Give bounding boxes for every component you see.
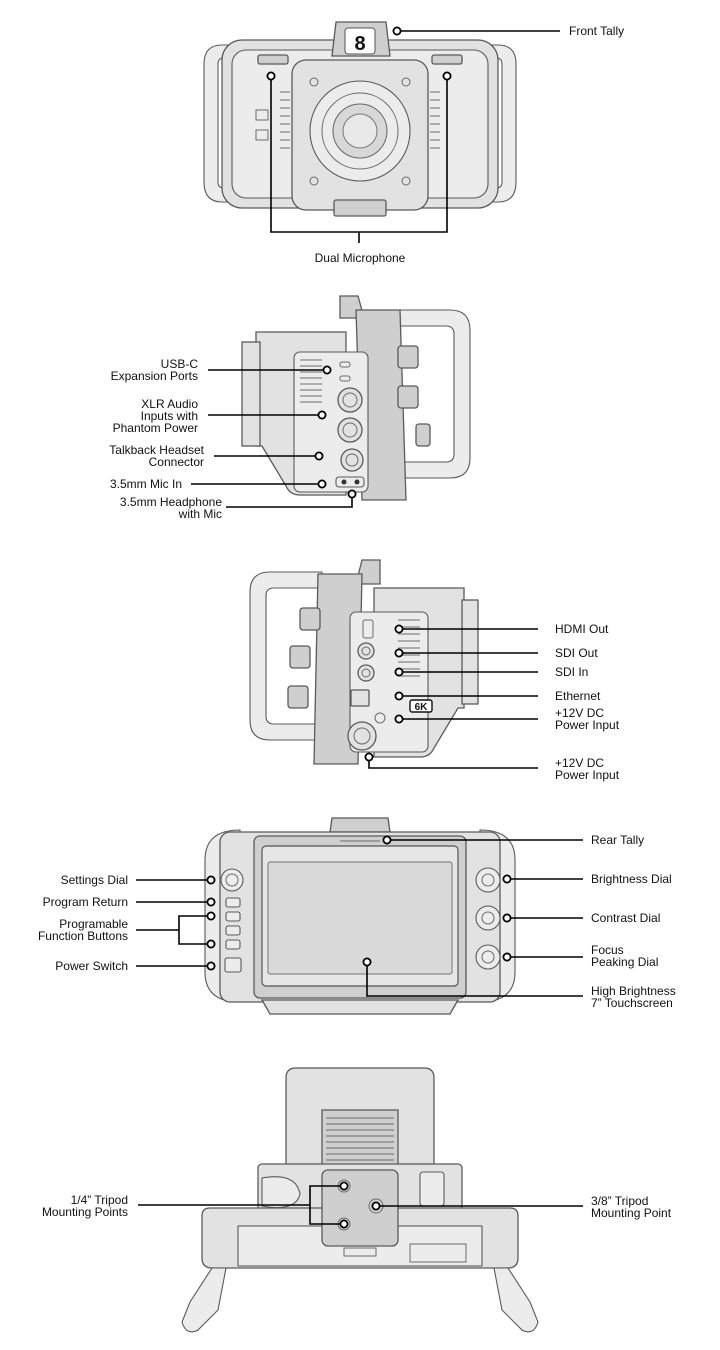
power-a-marker bbox=[394, 714, 404, 724]
rear-tally-marker bbox=[382, 835, 392, 845]
mic-in-label: 3.5mm Mic In bbox=[109, 477, 182, 491]
settings-dial-marker bbox=[206, 875, 216, 885]
touchscreen-marker bbox=[362, 957, 372, 967]
front-tally-marker bbox=[392, 26, 402, 36]
power-switch-marker bbox=[206, 961, 216, 971]
mic-in-marker bbox=[317, 479, 327, 489]
usb-c-marker bbox=[322, 365, 332, 375]
6k-badge: 6K bbox=[415, 702, 429, 713]
headphone-label: 3.5mm Headphone with Mic bbox=[119, 495, 222, 521]
three-eighth-marker bbox=[371, 1201, 381, 1211]
tally-number: 8 bbox=[354, 33, 365, 55]
fn-button-marker-top bbox=[206, 911, 216, 921]
quarter-top-marker bbox=[339, 1181, 349, 1191]
program-return-label: Program Return bbox=[42, 895, 128, 909]
touchscreen-label: High Brightness 7” Touchscreen bbox=[591, 984, 676, 1010]
function-buttons-label: Programable Function Buttons bbox=[37, 917, 128, 943]
sdi-in-marker bbox=[394, 667, 404, 677]
talkback-marker bbox=[314, 451, 324, 461]
left-side-view bbox=[241, 295, 471, 501]
settings-dial-label: Settings Dial bbox=[60, 873, 128, 887]
hdmi-out-label: HDMI Out bbox=[555, 622, 609, 636]
fn-button-marker-bottom bbox=[206, 939, 216, 949]
power-input-a-label: +12V DC Power Input bbox=[555, 706, 620, 732]
three-eighth-inch-label: 3/8” Tripod Mounting Point bbox=[591, 1194, 672, 1220]
power-switch-label: Power Switch bbox=[55, 959, 128, 973]
front-tally-label: Front Tally bbox=[569, 24, 625, 38]
sdi-out-label: SDI Out bbox=[555, 646, 598, 660]
headphone-marker bbox=[347, 489, 357, 499]
power-input-b-label: +12V DC Power Input bbox=[555, 756, 620, 782]
program-return-marker bbox=[206, 897, 216, 907]
xlr-marker bbox=[317, 410, 327, 420]
focus-peaking-marker bbox=[502, 952, 512, 962]
brightness-dial-label: Brightness Dial bbox=[591, 872, 672, 886]
rear-tally-label: Rear Tally bbox=[591, 833, 645, 847]
focus-peaking-label: Focus Peaking Dial bbox=[591, 943, 659, 969]
front-view bbox=[203, 21, 517, 217]
xlr-audio-label: XLR Audio Inputs with Phantom Power bbox=[112, 397, 198, 435]
contrast-dial-marker bbox=[502, 913, 512, 923]
mic-left-marker bbox=[266, 71, 276, 81]
quarter-inch-label: 1/4” Tripod Mounting Points bbox=[41, 1193, 128, 1219]
sdi-out-marker bbox=[394, 648, 404, 658]
brightness-dial-marker bbox=[502, 874, 512, 884]
rear-view bbox=[204, 817, 516, 1015]
ethernet-marker bbox=[394, 691, 404, 701]
bottom-view bbox=[181, 1067, 539, 1333]
power-b-marker bbox=[364, 752, 374, 762]
sdi-in-label: SDI In bbox=[555, 665, 589, 679]
right-side-view bbox=[249, 559, 479, 765]
usb-c-label: USB-C Expansion Ports bbox=[110, 357, 198, 383]
quarter-bottom-marker bbox=[339, 1219, 349, 1229]
mic-right-marker bbox=[442, 71, 452, 81]
contrast-dial-label: Contrast Dial bbox=[591, 911, 661, 925]
dual-microphone-label: Dual Microphone bbox=[314, 251, 406, 265]
talkback-label: Talkback Headset Connector bbox=[109, 443, 204, 469]
hdmi-marker bbox=[394, 624, 404, 634]
ethernet-label: Ethernet bbox=[555, 689, 601, 703]
